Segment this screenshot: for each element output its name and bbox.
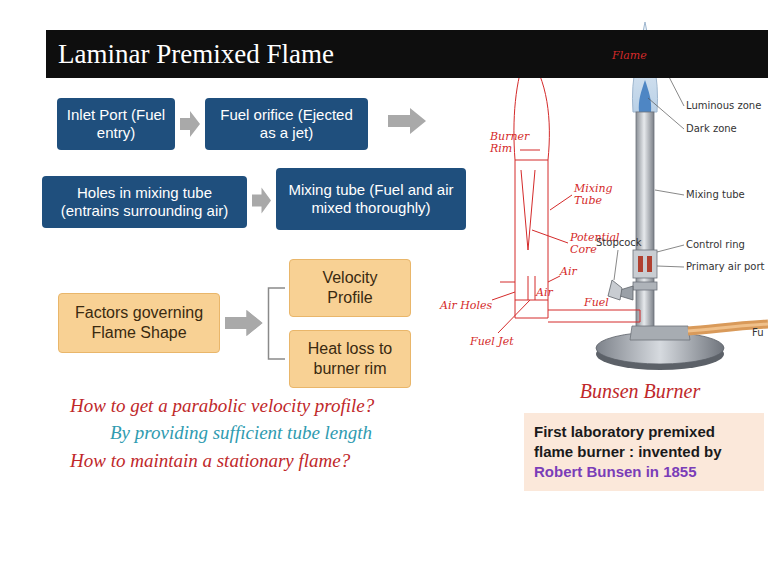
sketch-label: Air: [536, 287, 553, 299]
flow-arrow: [252, 188, 271, 214]
answer-note: By providing sufficient tube length: [110, 422, 372, 444]
title-bar: Laminar Premixed Flame: [46, 30, 768, 78]
box-subtext: Robert Bunsen in 1855: [534, 462, 697, 482]
box-text: Fuel orifice (Ejected as a jet): [213, 106, 360, 142]
figure-caption: Bunsen Burner: [560, 380, 720, 403]
box-text: Mixing tube (Fuel and air mixed thorough…: [284, 181, 458, 217]
process-box: Mixing tube (Fuel and air mixed thorough…: [276, 168, 466, 230]
factor-box: Heat loss to burner rim: [289, 330, 411, 388]
flow-arrow: [225, 310, 285, 359]
sketch-label: Air Holes: [440, 300, 492, 312]
part-label: Luminous zone: [686, 100, 761, 111]
question-note: How to maintain a stationary flame?: [70, 450, 350, 472]
sketch-label: Mixing Tube: [574, 183, 614, 207]
box-text: Inlet Port (Fuel entry): [65, 106, 167, 142]
flow-arrow: [225, 288, 285, 336]
box-text: First laboratory premixed flame burner :…: [534, 422, 754, 462]
part-label: Fu: [752, 327, 764, 338]
sketch-label: Fuel: [584, 297, 609, 309]
info-box: First laboratory premixed flame burner :…: [524, 413, 764, 491]
sketch-label: Flame: [612, 50, 647, 62]
box-text: Heat loss to burner rim: [298, 339, 402, 379]
part-label: Stopcock: [596, 237, 642, 248]
question-note: How to get a parabolic velocity profile?: [70, 395, 374, 417]
part-label: Dark zone: [686, 123, 737, 134]
sketch-label: Fuel Jet: [470, 336, 514, 348]
box-text: Velocity Profile: [298, 268, 402, 308]
box-text: Factors governing Flame Shape: [67, 303, 211, 343]
part-label: Mixing tube: [686, 189, 745, 200]
process-box: Holes in mixing tube (entrains surroundi…: [42, 176, 247, 228]
flow-arrow: [180, 111, 200, 137]
box-text: Holes in mixing tube (entrains surroundi…: [50, 184, 239, 220]
sketch-label: Air: [560, 266, 577, 278]
sketch-label: Burner Rim: [490, 131, 528, 155]
factor-box: Factors governing Flame Shape: [58, 293, 220, 353]
factor-box: Velocity Profile: [289, 259, 411, 317]
process-box: Inlet Port (Fuel entry): [57, 98, 175, 150]
process-box: Fuel orifice (Ejected as a jet): [205, 98, 368, 150]
part-label: Primary air port: [686, 261, 765, 272]
part-label: Control ring: [686, 239, 745, 250]
